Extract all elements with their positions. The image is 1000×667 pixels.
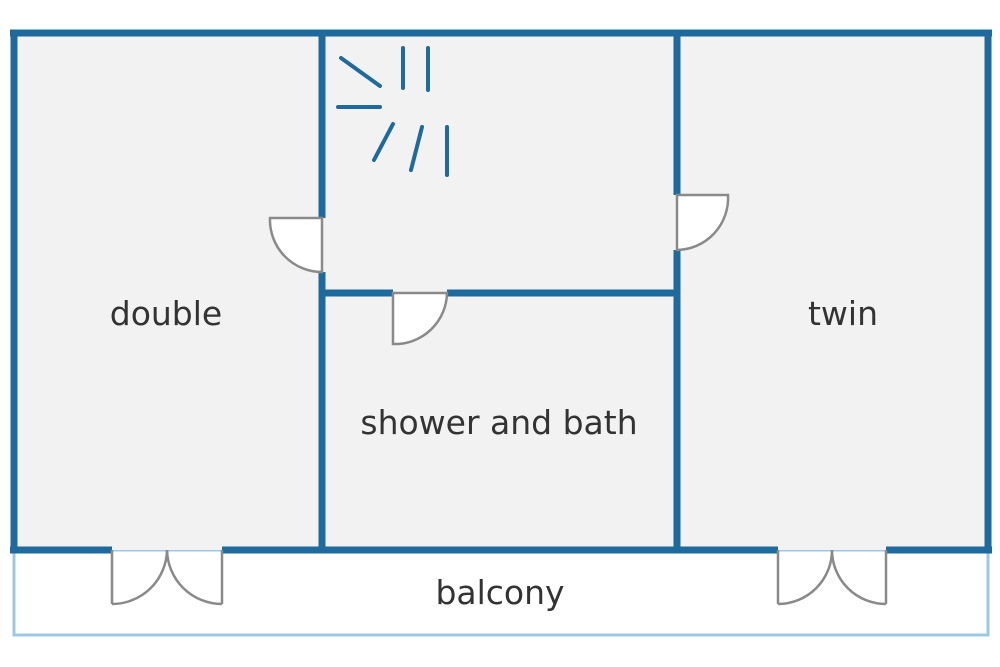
room-label-twin: twin [808,294,878,333]
stairs-icon [336,46,449,177]
room-label-double: double [110,294,222,333]
door-shower [391,291,449,346]
door-double [268,216,324,274]
shower-room-floor [322,293,677,550]
twin-room-floor [677,33,988,550]
room-label-shower: shower and bath [360,403,637,442]
room-label-balcony: balcony [435,573,564,612]
balcony-door-double [110,549,224,606]
door-twin [675,193,730,252]
hallway-floor [322,33,677,293]
double-room-floor [14,33,322,550]
balcony-area [12,548,990,637]
balcony-door-twin [776,549,888,606]
